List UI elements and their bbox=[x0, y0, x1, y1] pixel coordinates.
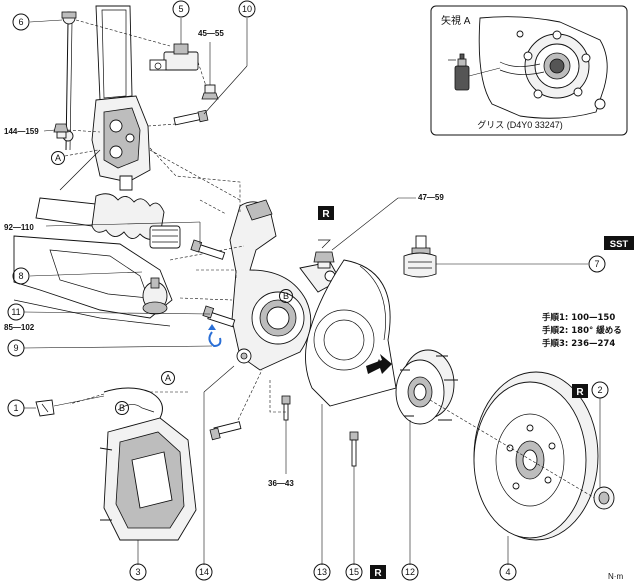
ref-b-knuckle: B bbox=[279, 289, 293, 303]
ref-b-hose: B bbox=[115, 401, 129, 415]
callout-6: 6 bbox=[12, 13, 30, 31]
svg-text:B: B bbox=[283, 291, 289, 301]
svg-text:11: 11 bbox=[11, 307, 20, 317]
tighten-rotate-icon bbox=[208, 324, 222, 348]
svg-text:B: B bbox=[119, 403, 125, 413]
strut-bolt bbox=[173, 109, 209, 126]
view-a-arrow bbox=[366, 354, 392, 374]
svg-text:R: R bbox=[576, 387, 584, 398]
step-3: 手順3: 236—274 bbox=[542, 338, 615, 349]
callout-7: 7 bbox=[588, 255, 606, 273]
svg-text:9: 9 bbox=[13, 343, 18, 353]
wheel-speed-sensor bbox=[149, 43, 199, 71]
svg-text:14: 14 bbox=[199, 567, 209, 577]
replace-badge-hub-nut: R bbox=[572, 384, 588, 398]
callout-5: 5 bbox=[172, 0, 190, 18]
svg-text:2: 2 bbox=[597, 385, 602, 395]
sensor-bolt bbox=[201, 84, 219, 100]
callout-3: 3 bbox=[129, 563, 147, 581]
lower-control-arm bbox=[13, 149, 173, 327]
knuckle-nut bbox=[313, 239, 335, 269]
callout-2: 2 bbox=[591, 381, 609, 399]
callout-13: 13 bbox=[313, 563, 331, 581]
svg-text:6: 6 bbox=[18, 17, 23, 27]
steering-knuckle bbox=[229, 199, 341, 371]
callout-14: 14 bbox=[195, 563, 213, 581]
svg-text:5: 5 bbox=[178, 4, 183, 14]
hub-knuckle-detail bbox=[478, 16, 608, 119]
callout-8: 8 bbox=[12, 267, 30, 285]
view-a-arrow-label: A bbox=[376, 358, 382, 368]
brake-caliper bbox=[99, 404, 197, 541]
svg-text:A: A bbox=[55, 153, 61, 163]
brake-disc bbox=[473, 371, 599, 541]
torque-strut-nut: 144—159 bbox=[4, 127, 39, 136]
hub-bolt bbox=[349, 431, 359, 467]
callout-12: 12 bbox=[401, 563, 419, 581]
replace-badge-nut: R bbox=[318, 206, 334, 220]
sst-badge: SST bbox=[604, 236, 634, 250]
svg-text:4: 4 bbox=[505, 567, 510, 577]
step-1: 手順1: 100—150 bbox=[542, 312, 615, 323]
svg-text:SST: SST bbox=[610, 239, 629, 250]
drive-shaft bbox=[35, 193, 181, 249]
callout-15: 15 bbox=[345, 563, 363, 581]
torque-knuckle-nut: 47—59 bbox=[418, 193, 444, 202]
dust-cover-bolt bbox=[281, 395, 291, 421]
stabilizer-link bbox=[61, 11, 77, 151]
ref-a-strut: A bbox=[51, 151, 65, 165]
callout-4: 4 bbox=[499, 563, 517, 581]
callout-11: 11 bbox=[7, 303, 25, 321]
callout-1: 1 bbox=[7, 399, 25, 417]
callout-9: 9 bbox=[7, 339, 25, 357]
strut-nut bbox=[53, 123, 69, 139]
brake-hose bbox=[69, 387, 190, 419]
wheel-hub bbox=[395, 349, 458, 425]
lower-arm-bolt bbox=[202, 305, 236, 328]
ref-a-hose: A bbox=[161, 371, 175, 385]
grease-tube-icon bbox=[448, 53, 501, 91]
svg-text:7: 7 bbox=[594, 259, 599, 269]
grease-label: グリス (D4Y0 33247) bbox=[477, 119, 563, 130]
svg-text:15: 15 bbox=[349, 567, 359, 577]
svg-text:8: 8 bbox=[18, 271, 23, 281]
torque-lower-bolt: 85—102 bbox=[4, 323, 35, 332]
svg-text:R: R bbox=[374, 568, 382, 579]
knuckle-upper-bolt bbox=[190, 239, 226, 260]
callout-10: 10 bbox=[238, 0, 256, 18]
unit-label: N·m bbox=[608, 572, 623, 581]
svg-text:R: R bbox=[322, 209, 330, 220]
svg-text:A: A bbox=[165, 373, 171, 383]
sst-tool bbox=[403, 235, 437, 278]
hose-clip bbox=[35, 399, 55, 417]
caliper-bolt bbox=[209, 421, 242, 441]
view-a-title: 矢視 A bbox=[441, 14, 471, 27]
svg-text:13: 13 bbox=[317, 567, 327, 577]
svg-text:12: 12 bbox=[405, 567, 415, 577]
replace-badge-hub-bolt: R bbox=[370, 565, 386, 579]
strut-assembly bbox=[91, 5, 151, 191]
svg-text:3: 3 bbox=[135, 567, 140, 577]
torque-knuckle-bolt: 92—110 bbox=[4, 223, 34, 232]
hub-nut bbox=[593, 486, 615, 510]
view-a-inset: 矢視 A グリス (D4Y0 33247) bbox=[430, 5, 628, 136]
step-2: 手順2: 180° 緩める bbox=[542, 325, 622, 336]
svg-text:1: 1 bbox=[13, 403, 18, 413]
svg-text:10: 10 bbox=[242, 4, 252, 14]
torque-sensor-bolt: 45—55 bbox=[198, 29, 224, 38]
torque-dust-cover-bolt: 36—43 bbox=[268, 479, 294, 488]
ball-joint bbox=[142, 277, 168, 315]
